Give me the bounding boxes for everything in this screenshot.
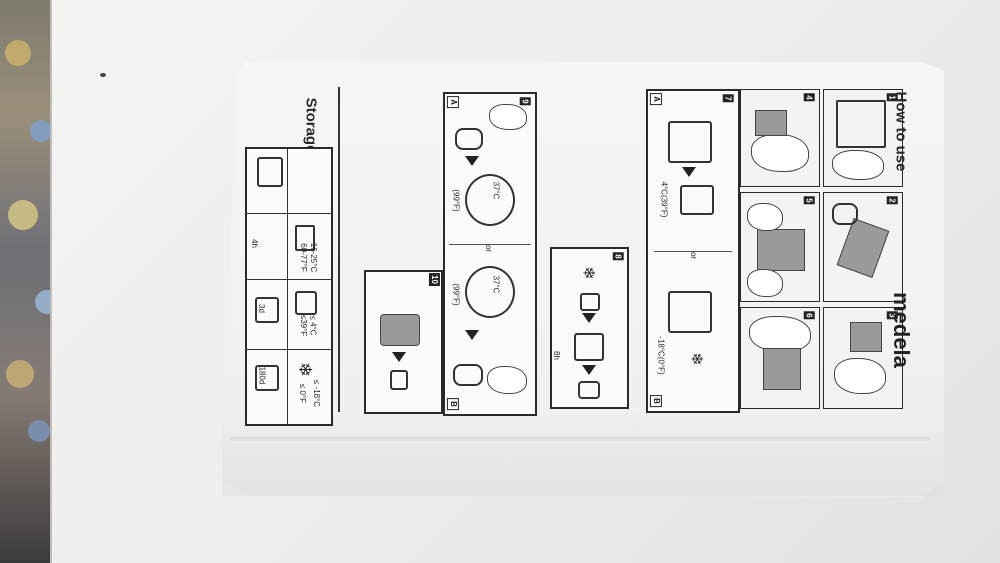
step-2-panel: 2 — [823, 192, 903, 302]
step-8-panel: 8 ❄ 8h — [550, 247, 629, 409]
pouch-icon — [380, 314, 420, 346]
warm-temp-a-f: (99°F) — [451, 189, 461, 212]
hand-illustration — [489, 104, 527, 130]
storage-temp-1: 16-25°C — [309, 242, 319, 273]
fridge-icon — [295, 291, 317, 315]
step-2-number: 2 — [886, 196, 898, 205]
fridge-icon — [680, 185, 714, 215]
room-temp-clock-icon — [295, 225, 315, 251]
pouch-icon — [850, 322, 882, 352]
freezer-snowflake-icon: ❄ — [687, 352, 705, 366]
storage-time-1: 4h — [249, 239, 259, 248]
step-9-number: 9 — [519, 97, 531, 106]
storage-bag-icon — [257, 157, 283, 187]
speck — [100, 73, 106, 77]
frozen-pouch-icon — [580, 293, 600, 311]
pouch-icon — [763, 348, 801, 390]
or-text: or — [689, 251, 699, 260]
step-5-panel: 5 — [740, 192, 820, 302]
hand-illustration — [747, 269, 783, 297]
pouch-icon — [836, 218, 890, 278]
pouch-icon — [757, 229, 805, 271]
storage-temp-2-f: ≤39°F — [299, 314, 309, 337]
or-text: or — [484, 244, 494, 253]
pouch-icon — [668, 121, 712, 163]
storage-temp-3-f: ≤ 0°F — [298, 383, 308, 404]
storage-time-3: 180d — [257, 366, 267, 385]
label-a: A — [446, 96, 459, 108]
hand-illustration — [747, 203, 783, 231]
bottle-icon — [453, 364, 483, 386]
down-arrow-icon — [465, 330, 479, 340]
storage-temp-1-f: 60-77°F — [298, 243, 308, 272]
step-6-panel: 6 — [740, 307, 820, 409]
hand-illustration — [832, 150, 884, 180]
hand-illustration — [749, 316, 811, 352]
storage-temp-2: ≤ 4°C — [308, 315, 318, 336]
step-7-number: 7 — [722, 94, 734, 103]
calendar-icon-2 — [255, 365, 279, 391]
warm-temp-a: 37°C — [491, 181, 501, 200]
bottle-icon — [832, 203, 858, 225]
down-arrow-icon — [392, 352, 406, 362]
label-b: B — [446, 398, 459, 410]
step-7-panel: 7 A 4°C(39°F) or ❄ -18°C(0°F) B — [646, 89, 740, 413]
warm-water-pot-icon — [465, 174, 515, 226]
freezer-snowflake-icon: ❄ — [579, 266, 597, 280]
how-to-use-heading: How to use — [892, 91, 910, 172]
thaw-time: 8h — [551, 351, 561, 360]
divider — [338, 87, 340, 412]
smiley-pouch-icon — [578, 381, 600, 399]
down-arrow-icon — [465, 156, 479, 166]
step-9-panel: 9 A 37°C (99°F) or 37°C (99°F) B — [443, 92, 537, 416]
fridge-temp: 4°C(39°F) — [659, 181, 669, 218]
zip-seal — [230, 437, 930, 441]
fridge-icon — [574, 333, 604, 361]
storage-time-2: 3d — [256, 304, 266, 313]
warm-temp-b-f: (99°F) — [451, 283, 461, 306]
down-arrow-icon — [582, 313, 596, 323]
hand-illustration — [834, 358, 886, 394]
step-4-panel: 4 — [740, 89, 820, 187]
step-5-number: 5 — [803, 196, 815, 205]
down-arrow-icon — [682, 167, 696, 177]
pouch-icon — [755, 110, 787, 136]
label-a: A — [649, 93, 662, 105]
medela-logo: medela — [888, 292, 914, 368]
step-4-number: 4 — [803, 93, 815, 102]
instruction-insert: Storage 4h 16-25°C 60-77°F 3d ≤ 4°C ≤39°… — [243, 87, 914, 426]
freezer-snowflake-icon: ❄ — [295, 361, 316, 378]
label-b: B — [649, 395, 662, 407]
down-arrow-icon — [582, 365, 596, 375]
trash-bin-icon — [390, 370, 408, 390]
step-8-number: 8 — [612, 252, 624, 261]
open-pouch-icon — [836, 100, 886, 148]
storage-temp-3: ≤ -18°C — [312, 379, 322, 408]
step-1-panel: 1 — [823, 89, 903, 187]
step-10-panel: 10 — [364, 270, 443, 414]
hand-illustration — [751, 134, 809, 172]
storage-heading: Storage — [302, 97, 320, 154]
step-3-panel: 3 — [823, 307, 903, 409]
calendar-icon — [255, 297, 279, 323]
warm-temp-b: 37°C — [491, 275, 501, 294]
step-6-number: 6 — [803, 311, 815, 320]
step-10-number: 10 — [428, 273, 440, 286]
hand-illustration — [487, 366, 527, 394]
pouch-icon — [668, 291, 712, 333]
warm-water-bowl-icon — [465, 266, 515, 318]
freezer-temp: -18°C(0°F) — [656, 336, 666, 375]
bottle-icon — [455, 128, 483, 150]
storage-table: 4h 16-25°C 60-77°F 3d ≤ 4°C ≤39°F 180d ❄… — [245, 147, 333, 426]
